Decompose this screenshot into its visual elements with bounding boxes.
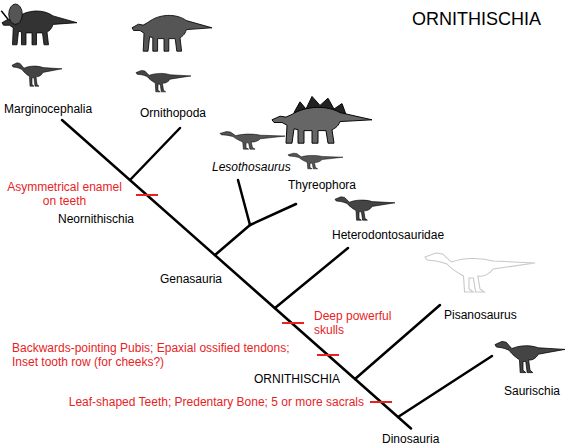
clade-label: Heterodontosauridae xyxy=(332,228,444,242)
label-text: Pisanosaurus xyxy=(444,308,517,322)
clade-label: Neornithischia xyxy=(58,212,134,226)
label-text: Marginocephalia xyxy=(4,102,92,116)
lesothosaurus-figure xyxy=(220,132,285,150)
marginocephalian-figure xyxy=(12,63,62,86)
character-note: Deep powerful skulls xyxy=(314,309,394,337)
hadrosaur-figure xyxy=(132,15,212,51)
trunk-line xyxy=(62,120,411,429)
clade-label: Dinosauria xyxy=(382,432,439,446)
tree-lines xyxy=(62,120,492,429)
branch-line xyxy=(130,128,180,180)
character-note: Asymmetrical enamel on teeth xyxy=(2,180,127,208)
label-text: ORNITHISCHIA xyxy=(254,372,340,386)
clade-label: Pisanosaurus xyxy=(444,308,517,322)
label-text: Thyreophora xyxy=(288,178,356,192)
branch-line xyxy=(275,248,348,308)
saurischian-figure xyxy=(495,341,565,372)
label-text: Ornithopoda xyxy=(140,106,206,120)
tick-mark xyxy=(282,322,304,324)
clade-label: Thyreophora xyxy=(288,178,356,192)
label-text: Saurischia xyxy=(504,384,560,398)
label-text: Backwards-pointing Pubis; Epaxial ossifi… xyxy=(12,341,290,369)
clade-label: Marginocephalia xyxy=(4,102,92,116)
tick-mark xyxy=(317,354,339,356)
label-text: Genasauria xyxy=(160,272,222,286)
clade-label: Genasauria xyxy=(160,272,222,286)
branch-line xyxy=(250,204,296,225)
pisanosaurus-figure xyxy=(425,253,535,292)
tick-mark xyxy=(136,194,158,196)
character-note: Leaf-shaped Teeth; Predentary Bone; 5 or… xyxy=(69,395,364,409)
branch-line xyxy=(398,356,492,417)
clade-label: ORNITHISCHIA xyxy=(254,372,340,386)
clade-label: Saurischia xyxy=(504,384,560,398)
label-text: Asymmetrical enamel on teeth xyxy=(7,180,122,208)
label-text: Neornithischia xyxy=(58,212,134,226)
character-note: Backwards-pointing Pubis; Epaxial ossifi… xyxy=(12,341,310,369)
stegosaurus-figure xyxy=(272,96,372,143)
label-text: Deep powerful skulls xyxy=(314,309,391,337)
ornithopod-figure xyxy=(136,70,191,91)
character-ticks xyxy=(136,195,392,402)
triceratops-horn xyxy=(1,11,8,20)
thyreophoran-figure xyxy=(288,153,343,169)
triceratops-figure xyxy=(1,4,77,45)
stegosaurus-body xyxy=(272,107,372,143)
label-text: Dinosauria xyxy=(382,432,439,446)
heterodontosaur-figure xyxy=(335,197,395,220)
clade-label: Lesothosaurus xyxy=(212,160,291,174)
clade-label: Ornithopoda xyxy=(140,106,206,120)
tick-mark xyxy=(370,401,392,403)
diagram-title: ORNITHISCHIA xyxy=(412,8,541,30)
triceratops-frill xyxy=(9,4,23,24)
branch-line xyxy=(238,180,250,225)
dinosaur-silhouettes xyxy=(1,4,565,373)
label-text: Lesothosaurus xyxy=(212,160,291,174)
branch-line xyxy=(215,225,250,255)
label-text: Heterodontosauridae xyxy=(332,228,444,242)
label-text: Leaf-shaped Teeth; Predentary Bone; 5 or… xyxy=(69,395,364,409)
